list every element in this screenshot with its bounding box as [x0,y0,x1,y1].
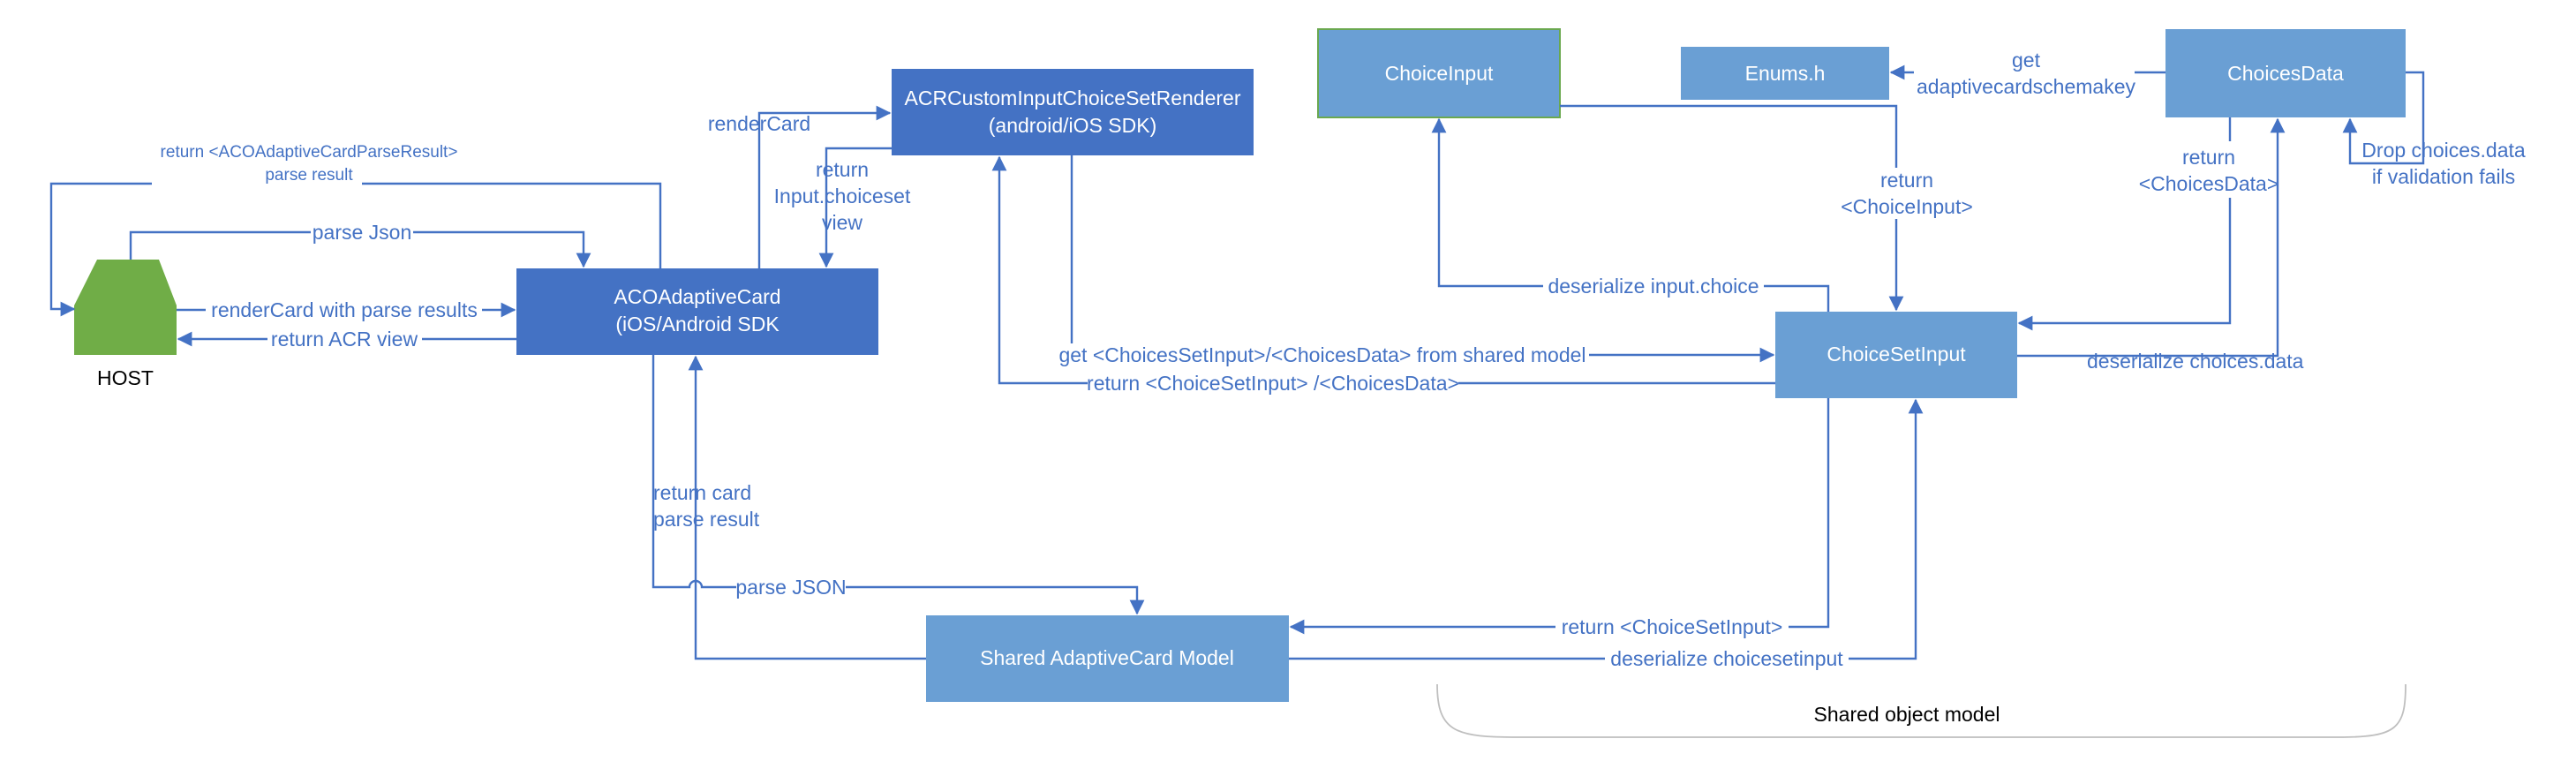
edge-return-parse-result-left [49,182,152,317]
enums-h-node[interactable]: Enums.h [1681,47,1889,100]
shared-object-model-label: Shared object model [1814,703,2000,726]
edge-return-choiceset-input [1289,398,1830,635]
acr-renderer-label-1: ACRCustomInputChoiceSetRenderer [905,87,1241,109]
label-return-card-parse-result-1: return card [653,481,751,504]
acr-renderer-node[interactable]: ACRCustomInputChoiceSetRenderer (android… [892,69,1254,155]
choices-data-label: ChoicesData [2227,62,2344,85]
shared-object-model-brace [1436,683,2407,738]
label-deserialize-choices-data: deserialize choices.data [2087,350,2304,373]
edge-parse-json-bottom [652,355,1145,615]
label-return-choices-data-2: <ChoicesData> [2139,172,2279,195]
enums-h-label: Enums.h [1745,62,1826,85]
edge-get-from-shared-model [1070,155,1775,363]
edge-return-choice-input [1560,104,1904,312]
edge-render-card [757,105,892,268]
label-get-from-shared-model: get <ChoicesSetInput>/<ChoicesData> from… [1058,343,1586,366]
label-return-choiceset-view-3: view [822,211,862,234]
label-return-parse-result-2: parse result [265,166,353,185]
label-return-choice-input-2: <ChoiceInput> [1841,195,1973,218]
edge-deserialize-choices-data [2017,117,2286,358]
label-get-schema-key-2: adaptivecardschemakey [1917,75,2136,98]
label-return-parse-result-1: return <ACOAdaptiveCardParseResult> [161,143,458,162]
label-deserialize-input-choice: deserialize input.choice [1548,275,1759,298]
choice-input-node[interactable]: ChoiceInput [1317,28,1561,118]
edge-return-choiceset-choicesdata [991,155,1775,385]
label-parse-json-bottom: parse JSON [735,576,846,599]
edge-drop-choices-data [2342,71,2425,165]
label-drop-choices-data-1: Drop choices.data [2361,139,2526,162]
choices-data-node[interactable]: ChoicesData [2165,29,2406,117]
label-return-choiceset-choicesdata: return <ChoiceSetInput> /<ChoicesData> [1087,372,1459,395]
aco-adaptive-card-label-2: (iOS/Android SDK [615,313,780,335]
label-render-card-with-results: renderCard with parse results [211,298,478,321]
aco-adaptive-card-label-1: ACOAdaptiveCard [614,285,780,308]
choice-input-label: ChoiceInput [1385,62,1494,85]
host-label: HOST [97,366,154,389]
label-return-choiceset-view-1: return [816,158,869,181]
edge-deserialize-choicesetinput [1289,398,1924,660]
shared-model-node[interactable]: Shared AdaptiveCard Model [926,615,1289,702]
label-get-schema-key-1: get [2012,49,2041,72]
edge-return-choiceset-view [818,147,892,268]
label-return-choiceset-view-2: Input.choiceset [774,185,911,207]
choice-set-input-node[interactable]: ChoiceSetInput [1775,312,2017,398]
aco-adaptive-card-node[interactable]: ACOAdaptiveCard (iOS/Android SDK [516,268,878,355]
label-render-card: renderCard [708,112,810,135]
label-deserialize-choicesetinput: deserialize choicesetinput [1610,647,1843,670]
edge-return-parse-result [362,182,662,268]
label-drop-choices-data-2: if validation fails [2372,165,2515,188]
choice-set-input-label: ChoiceSetInput [1827,343,1966,366]
edge-return-card-parse-result [688,355,926,660]
acr-renderer-label-2: (android/iOS SDK) [989,114,1156,137]
shared-model-label: Shared AdaptiveCard Model [980,646,1234,669]
label-parse-json-top: parse Json [313,221,412,244]
label-return-choices-data-1: return [2182,146,2235,169]
label-return-card-parse-result-2: parse result [653,508,760,531]
label-return-choice-input-1: return [1880,169,1933,192]
label-return-acr-view: return ACR view [271,328,418,351]
host-node[interactable] [74,260,177,355]
label-return-choiceset-input: return <ChoiceSetInput> [1562,615,1783,638]
